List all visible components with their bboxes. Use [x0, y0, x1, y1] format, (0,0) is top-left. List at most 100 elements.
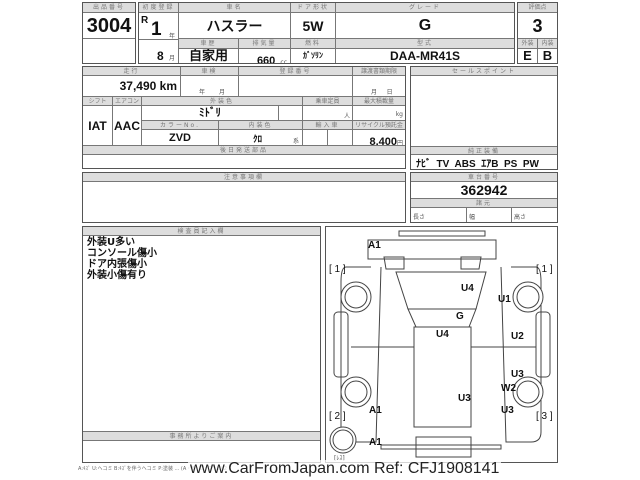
shift-label: シフト: [83, 97, 113, 106]
details-box: 走行 車検 登録番号 譲渡書類期限 37,490 km 年 月 月 日 シフト …: [82, 66, 406, 169]
body-color: ﾐﾄﾞﾘ: [142, 106, 279, 121]
tire-label: [ 1 ]: [329, 264, 346, 275]
damage-mark: U3: [458, 393, 471, 404]
damage-mark: W2: [501, 383, 516, 394]
displacement-unit: cc: [280, 59, 287, 63]
ac-label: エアコン: [113, 97, 142, 106]
model-code: DAA-MR41S: [389, 49, 460, 63]
damage-mark: U2: [511, 331, 524, 342]
displacement-label: 排気量: [239, 39, 291, 49]
year-unit: 年: [169, 33, 176, 40]
tire-label: [ 1 ]: [536, 264, 553, 275]
displacement-cell: 660 cc: [239, 49, 291, 63]
era: R: [141, 15, 149, 26]
office-label: 事務所よりご案内: [83, 431, 320, 441]
interior-grade: B: [542, 49, 553, 63]
grade-label: グレード: [336, 3, 514, 13]
exterior-grade: E: [518, 49, 538, 63]
chassis-label: 車台番号: [411, 173, 557, 182]
inspector-note: コンソール傷小: [87, 248, 157, 259]
inspection-year-unit: 年: [199, 89, 206, 96]
inspection-date: 年 月: [181, 76, 239, 97]
color-extra: [279, 106, 303, 121]
sales-point-label: セールスポイント: [411, 67, 557, 76]
length-label: 長さ: [411, 208, 467, 222]
load-unit: kg: [353, 106, 405, 121]
inspection-label: 車検: [181, 67, 239, 76]
inspector-note: 外装U多い: [87, 237, 136, 248]
sales-box: セールスポイント 純正装備 ﾅﾋﾞ TV ABS ｴｱB PS PW: [410, 66, 558, 170]
width-label: 幅: [467, 208, 512, 222]
first-reg-label: 初度登録: [139, 3, 179, 13]
inspector-label: 検査員記入欄: [83, 227, 320, 236]
month-unit: 月: [169, 55, 176, 62]
color-no-label: カラーNo.: [142, 121, 219, 130]
mileage: 37,490 km: [83, 76, 181, 97]
notes-label: 注意事項欄: [83, 173, 405, 182]
history: 自家用: [179, 49, 239, 63]
equipment: ﾅﾋﾞ TV ABS ｴｱB PS PW: [416, 159, 539, 170]
import-cell-2: [328, 130, 353, 146]
damage-mark: A1: [368, 240, 381, 251]
grade: G: [336, 13, 514, 39]
damage-mark: U4: [436, 329, 449, 340]
inspection-month-unit: 月: [218, 89, 225, 96]
mileage-label: 走行: [83, 67, 181, 76]
damage-mark: U3: [511, 369, 524, 380]
score-label: 評価点: [518, 3, 557, 13]
ac: AAC: [113, 106, 142, 146]
int-color-cell: ｸﾛ 系: [219, 130, 303, 146]
int-color-label: 内装色: [219, 121, 303, 130]
equipment-label: 純正装備: [411, 146, 557, 155]
history-label: 車歴: [179, 39, 239, 49]
fuel: ｶﾞｿﾘﾝ: [291, 49, 336, 63]
displacement: 660: [256, 55, 276, 63]
damage-mark: A1: [369, 405, 382, 416]
reg-year: 1: [151, 19, 162, 40]
lot-box: 出品番号 3004: [82, 2, 136, 64]
damage-mark: A1: [369, 437, 382, 448]
recycle-label: リサイクル預託金: [353, 121, 405, 130]
int-color: ｸﾛ: [253, 134, 263, 144]
model-label: 型式: [336, 39, 514, 49]
tires-icon: [329, 281, 544, 454]
lot-number: 3004: [83, 13, 135, 39]
height-label: 高さ: [514, 214, 527, 221]
color-label: 外装色: [142, 97, 303, 106]
import-label: 輸入車: [303, 121, 353, 130]
shift: IAT: [83, 106, 113, 146]
reg-no: [239, 76, 353, 97]
score: 3: [518, 13, 557, 39]
chassis-box: 車台番号 362942 諸元 長さ 幅 高さ: [410, 172, 558, 223]
docs-label: 譲渡書類期限: [353, 67, 405, 76]
recycle-fee: 8,400: [369, 136, 397, 146]
damage-mark: U4: [461, 283, 474, 294]
car-name: ハスラー: [179, 13, 291, 39]
spare-tire-label: [ﾚｽ]: [334, 455, 345, 462]
vehicle-info-box: 初度登録 車名 ドア形状 グレード R 1 年 8 月 ハスラー 5W G 車歴…: [138, 2, 515, 64]
inspector-box: 検査員記入欄 外装U多い コンソール傷小 ドア内張傷小 外装小傷有り 事務所より…: [82, 226, 321, 463]
tire-label: [ 3 ]: [536, 411, 553, 422]
load-label: 最大積載量: [353, 97, 405, 106]
later-parts-label: 後日発送部品: [83, 146, 405, 155]
reg-no-label: 登録番号: [239, 67, 353, 76]
inspector-note: 外装小傷有り: [87, 270, 147, 281]
import-cell-1: [303, 130, 328, 146]
door-type: 5W: [291, 13, 336, 39]
docs-month-unit: 月: [371, 89, 378, 96]
damage-mark: G: [456, 311, 464, 322]
int-color-unit: 系: [292, 138, 299, 145]
damage-mark: U3: [501, 405, 514, 416]
tire-label: [ 2 ]: [329, 411, 346, 422]
door-label: ドア形状: [291, 3, 336, 13]
capacity-unit: 人: [303, 106, 353, 121]
docs-day-unit: 日: [386, 89, 393, 96]
reg-month: 8: [157, 49, 164, 63]
docs-deadline: 月 日: [353, 76, 405, 97]
car-name-label: 車名: [179, 3, 291, 13]
score-box: 評価点 3 外装 内装 E B: [517, 2, 558, 64]
watermark: www.CarFromJapan.com Ref: CFJ1908141: [188, 460, 502, 478]
damage-mark: U1: [498, 294, 511, 305]
inspector-note: ドア内張傷小: [87, 259, 147, 270]
